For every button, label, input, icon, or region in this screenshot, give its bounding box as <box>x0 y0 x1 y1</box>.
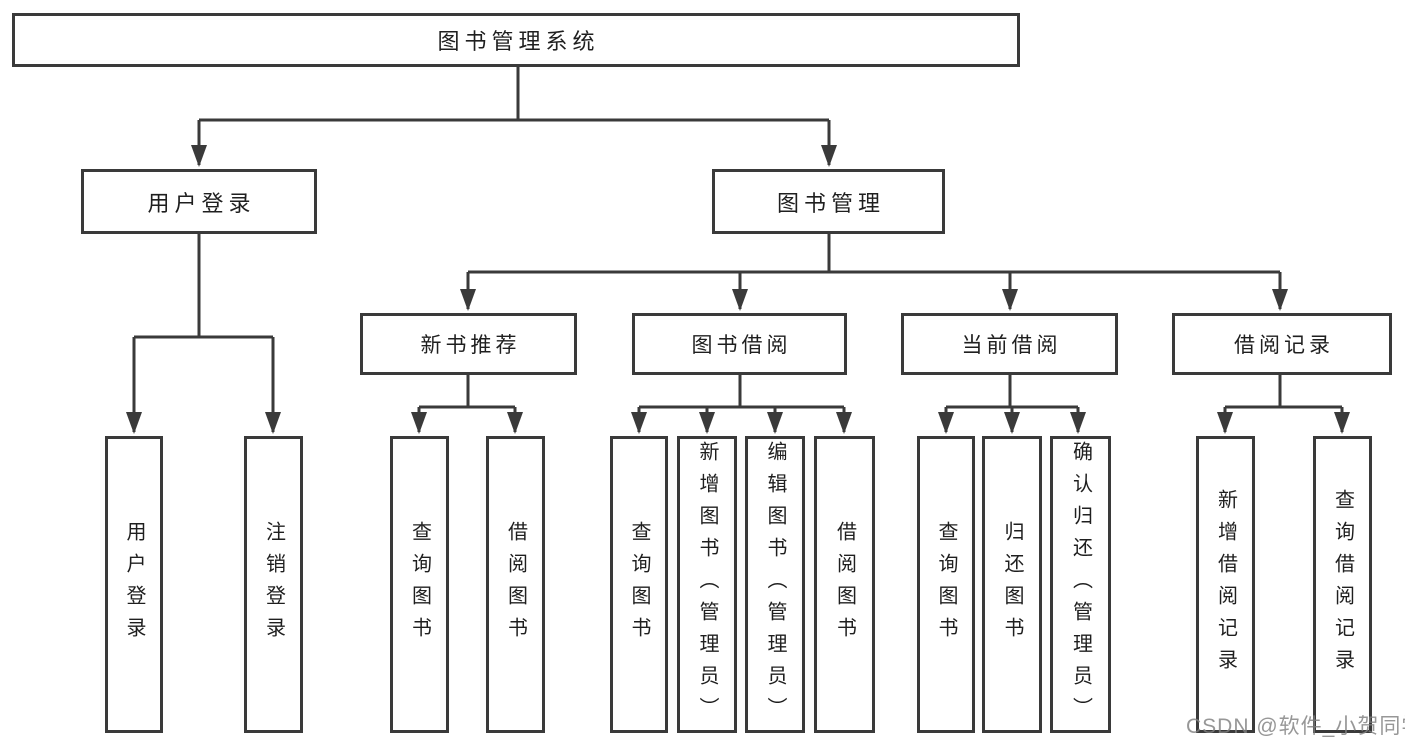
node-label: 新书推荐 <box>420 334 521 357</box>
node-label: 图书借阅 <box>691 334 792 357</box>
connector-user-login-trunk <box>134 234 273 339</box>
connector-new-book-rec-trunk <box>419 375 515 409</box>
node-label: 编辑图书（管理员） <box>764 440 786 729</box>
leaf-borrow-borrow-books: 借阅图书 <box>814 436 875 733</box>
node-label: 查询图书 <box>628 520 650 649</box>
node-label: 图书管理 <box>776 190 885 216</box>
node-book-management-module: 图书管理 <box>712 169 945 234</box>
csdn-watermark: CSDN @软件_小贺同学 <box>1186 715 1405 738</box>
node-current-borrowing: 当前借阅 <box>901 313 1118 375</box>
node-new-book-recommendation: 新书推荐 <box>360 313 577 375</box>
leaf-borrow-query-books: 查询图书 <box>610 436 668 733</box>
node-label: 借阅图书 <box>504 520 527 649</box>
node-label: 归还图书 <box>1001 520 1023 649</box>
leaf-rec-query-books: 查询图书 <box>390 436 449 733</box>
node-label: 新增借阅记录 <box>1214 488 1237 681</box>
leaf-logout: 注销登录 <box>244 436 303 733</box>
node-borrowing-records: 借阅记录 <box>1172 313 1392 375</box>
leaf-user-login: 用户登录 <box>105 436 163 733</box>
node-label: 查询图书 <box>408 520 431 649</box>
node-label: 用户登录 <box>123 520 145 649</box>
node-label: 确认归还（管理员） <box>1069 440 1092 729</box>
leaf-borrow-edit-books-admin: 编辑图书（管理员） <box>745 436 805 733</box>
node-user-login-module: 用户登录 <box>81 169 317 234</box>
node-label: 新增图书（管理员） <box>696 440 718 729</box>
connector-root-trunk <box>199 67 829 122</box>
connector-book-borrow-trunk <box>639 375 844 409</box>
node-label: 图书管理系统 <box>437 29 600 54</box>
node-label: 查询图书 <box>935 520 957 649</box>
leaf-current-query-books: 查询图书 <box>917 436 975 733</box>
leaf-rec-borrow-books: 借阅图书 <box>486 436 545 733</box>
connector-book-mgmt-trunk <box>468 234 1280 274</box>
node-library-management-system: 图书管理系统 <box>12 13 1020 67</box>
leaf-current-return-books: 归还图书 <box>982 436 1042 733</box>
node-book-borrowing: 图书借阅 <box>632 313 847 375</box>
leaf-borrow-add-books-admin: 新增图书（管理员） <box>677 436 737 733</box>
node-label: 借阅记录 <box>1234 334 1334 357</box>
leaf-record-query-borrow-record: 查询借阅记录 <box>1313 436 1372 733</box>
connector-current-borrow-trunk <box>946 375 1078 409</box>
node-label: 借阅图书 <box>833 520 856 649</box>
connector-borrow-record-trunk <box>1225 375 1342 409</box>
node-label: 查询借阅记录 <box>1331 488 1354 681</box>
node-label: 注销登录 <box>262 520 285 649</box>
node-label: 用户登录 <box>147 190 256 216</box>
node-label: 当前借阅 <box>961 334 1062 357</box>
leaf-record-add-borrow-record: 新增借阅记录 <box>1196 436 1255 733</box>
leaf-current-confirm-return-admin: 确认归还（管理员） <box>1050 436 1111 733</box>
